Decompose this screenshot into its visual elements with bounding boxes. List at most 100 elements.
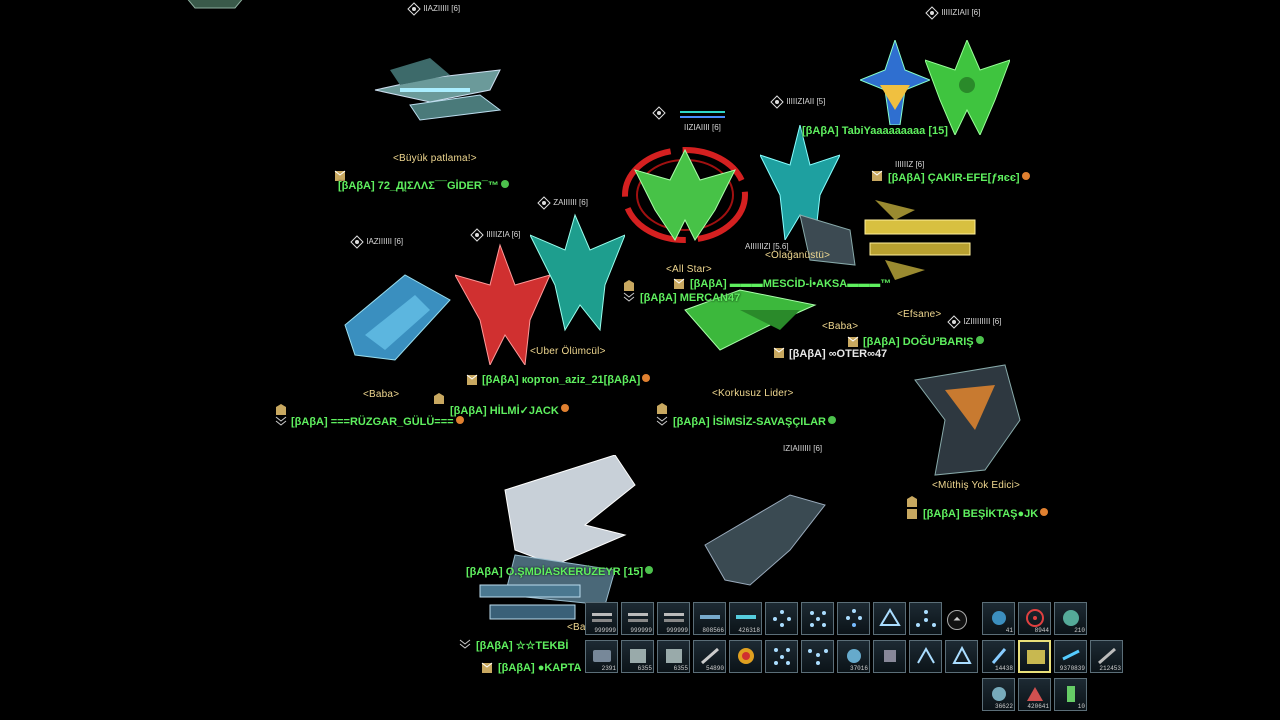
action-slot[interactable]: 36622: [982, 678, 1015, 711]
faction-icon: [645, 566, 654, 574]
action-slot[interactable]: 808566: [693, 602, 726, 635]
clan-title: <Büyük patlama!>: [393, 153, 477, 164]
action-slot[interactable]: 420641: [1018, 678, 1051, 711]
player-name[interactable]: [βAβA] HİLMİ✓JACK: [450, 404, 569, 417]
ship-sprite[interactable]: [860, 40, 930, 125]
ship-level-label: [652, 106, 666, 120]
rank-icon: [466, 374, 478, 385]
ship-sprite[interactable]: [925, 40, 1010, 135]
action-slot[interactable]: [945, 640, 978, 673]
action-slot[interactable]: 6355: [621, 640, 654, 673]
ship-sprite[interactable]: [855, 195, 985, 285]
ship-sprite[interactable]: [680, 270, 820, 355]
player-name[interactable]: [βAβA] кортоn_aziz_21[βAβA]: [482, 374, 651, 386]
player-name[interactable]: [βAβA] ===RÜZGAR_GÜLÜ===: [291, 416, 464, 428]
action-slot[interactable]: 2391: [585, 640, 618, 673]
action-slot[interactable]: [765, 640, 798, 673]
clan-title: <Müthiş Yok Edici>: [932, 480, 1021, 491]
action-slot[interactable]: 37016: [837, 640, 870, 673]
shield-bar: [680, 116, 725, 118]
action-slot[interactable]: [729, 640, 762, 673]
rank-icon: [657, 403, 667, 414]
action-slot[interactable]: [909, 602, 942, 635]
action-slot[interactable]: 14438: [982, 640, 1015, 673]
bar-toggle-up-icon[interactable]: ⏶: [947, 610, 967, 630]
action-slot[interactable]: 9370839: [1054, 640, 1087, 673]
clan-title: <Baba>: [822, 321, 859, 332]
rank-icon: [481, 662, 493, 673]
player-name[interactable]: [βAβA] ∞OTER∞47: [789, 348, 888, 360]
ship-sprite[interactable]: [370, 50, 505, 125]
player-name[interactable]: [βAβA] İSİMSİZ-SAVAŞÇILAR: [673, 416, 836, 428]
faction-icon: [560, 404, 569, 412]
ship-sprite[interactable]: [175, 0, 255, 20]
player-name[interactable]: [βAβA] O.ŞMDİASKERÜZEYR [15]: [466, 566, 654, 578]
rank-icon: [275, 416, 287, 426]
hp-bar: [680, 111, 725, 113]
action-slot[interactable]: 8944: [1018, 602, 1051, 635]
action-slot[interactable]: 210: [1054, 602, 1087, 635]
faction-icon: [455, 416, 464, 424]
action-slot[interactable]: [909, 640, 942, 673]
action-slot[interactable]: 54890: [693, 640, 726, 673]
player-name[interactable]: [βAβA] 72_ДĮΣΛΛΣ¯¯GİDER¯™: [338, 180, 509, 192]
rank-icon: [459, 639, 471, 649]
ship-level-label: IIIIIIZ [6]: [895, 160, 925, 169]
player-name[interactable]: [βAβA] BEŞİKTAŞ●JK: [923, 508, 1049, 520]
action-slot[interactable]: 10: [1054, 678, 1087, 711]
rank-icon: [656, 416, 668, 426]
action-slot[interactable]: 6355: [657, 640, 690, 673]
ship-sprite[interactable]: [700, 490, 830, 590]
rank-icon: [871, 170, 883, 181]
rank-icon: [907, 509, 917, 519]
ship-level-label: ZAIIIIII [6]: [537, 196, 588, 210]
ship-sprite[interactable]: [455, 240, 550, 365]
player-name[interactable]: [βAβA] ☆☆TEKBİ: [476, 640, 569, 652]
action-slot[interactable]: [801, 640, 834, 673]
rank-icon: [276, 404, 286, 415]
action-slot[interactable]: 999999: [585, 602, 618, 635]
action-slot[interactable]: [873, 640, 906, 673]
action-slot[interactable]: 999999: [657, 602, 690, 635]
player-name[interactable]: [βAβA] ●KAPTA: [498, 662, 582, 674]
action-slot[interactable]: 41: [982, 602, 1015, 635]
faction-icon: [1040, 508, 1049, 516]
action-slot[interactable]: 212453: [1090, 640, 1123, 673]
action-slot-selected[interactable]: [1018, 640, 1051, 673]
ship-sprite[interactable]: [530, 210, 625, 335]
player-name[interactable]: [βAβA] ▬▬▬MESCİD-İ•AKSA▬▬▬™: [690, 278, 892, 290]
player-name[interactable]: [βAβA] TabiYaaaaaaaaa [15]: [802, 125, 948, 137]
ship-level-label: IZIIIIIIIII [6]: [947, 315, 1001, 329]
ship-level-label: IIIIIZIA [6]: [470, 228, 520, 242]
clan-title: <Ba: [567, 622, 586, 633]
rank-icon: [773, 347, 785, 358]
ship-sprite-targeted[interactable]: [620, 140, 755, 245]
clan-title: <Baba>: [363, 389, 400, 400]
player-name[interactable]: [βAβA] DOĞU³BARIŞ: [863, 336, 984, 348]
faction-icon: [642, 374, 651, 382]
action-slot[interactable]: [801, 602, 834, 635]
clan-title: <Efsane>: [897, 309, 942, 320]
faction-icon: [827, 416, 836, 424]
ship-sprite[interactable]: [335, 265, 455, 365]
rank-icon: [907, 496, 917, 507]
action-slot[interactable]: 426318: [729, 602, 762, 635]
ship-level-label: AIIIIIIZI [5.6]: [745, 242, 789, 251]
player-name[interactable]: [βAβA] MERCAN47: [640, 292, 741, 304]
ship-sprite[interactable]: [470, 575, 590, 630]
player-name[interactable]: [βAβA] ÇAKIR-EFE[ƒяєє]: [888, 172, 1030, 184]
faction-icon: [500, 180, 509, 188]
ship-sprite[interactable]: [905, 360, 1025, 480]
action-slot[interactable]: [837, 602, 870, 635]
rank-icon: [334, 170, 346, 181]
action-slot[interactable]: [873, 602, 906, 635]
action-slot[interactable]: 999999: [621, 602, 654, 635]
ship-sprite[interactable]: [790, 205, 860, 275]
clan-title: <All Star>: [666, 264, 712, 275]
clan-title: <Korkusuz Lider>: [712, 388, 794, 399]
ship-level-label: IAZIIIIII [6]: [350, 235, 403, 249]
action-slot[interactable]: [765, 602, 798, 635]
clan-title: <Olağanüstü>: [765, 250, 831, 261]
ship-level-label: IIAZIIIII [6]: [407, 2, 460, 16]
